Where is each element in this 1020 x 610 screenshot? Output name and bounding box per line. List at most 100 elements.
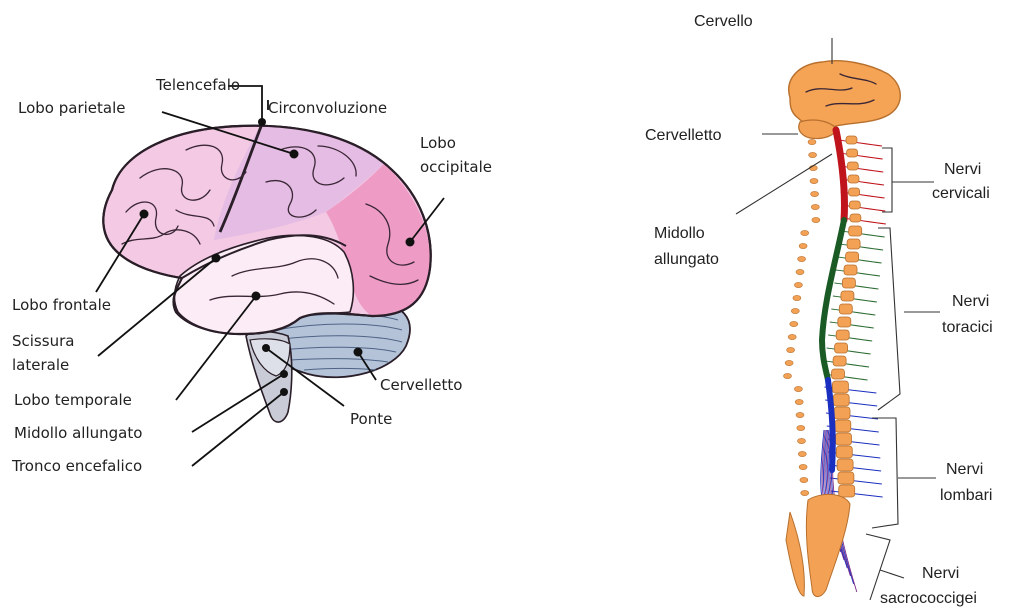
spinous-process	[795, 399, 803, 404]
vertebra	[849, 201, 860, 209]
vertebra	[838, 472, 854, 484]
spinous-process	[790, 321, 798, 326]
spinous-process	[798, 451, 806, 456]
label-ponte: Ponte	[350, 410, 392, 428]
vertebra	[836, 446, 852, 458]
vertebra	[839, 485, 855, 497]
spinous-process	[801, 230, 809, 235]
vertebra	[844, 265, 857, 275]
spinous-process	[800, 477, 808, 482]
spinous-process	[809, 152, 817, 157]
vertebra	[836, 433, 852, 445]
label-nervi-cervicali-line2: cervicali	[932, 185, 990, 202]
spinal-nerve	[833, 296, 877, 302]
spinal-nerve	[839, 153, 883, 159]
spinal-nerve	[838, 257, 882, 263]
spinal-nerve	[834, 283, 878, 289]
vertebra	[847, 162, 858, 170]
label-cervelletto-brain: Cervelletto	[380, 376, 462, 394]
spinal-nerve	[831, 309, 875, 315]
spinous-process	[797, 425, 805, 430]
spinal-nerve	[839, 244, 883, 250]
vertebra	[837, 459, 853, 471]
vertebra	[832, 369, 845, 379]
label-midollo-line1: Midollo	[654, 225, 705, 242]
spinal-cord-cervical	[836, 130, 845, 220]
label-lobo-parietale: Lobo parietale	[18, 99, 125, 117]
label-telencefalo: Telencefalo	[155, 76, 240, 94]
spine-brackets	[866, 148, 940, 600]
vertebra	[838, 317, 851, 327]
spinal-nerve	[841, 231, 885, 237]
vertebra	[847, 149, 858, 157]
spinous-process	[811, 191, 819, 196]
label-nervi-sacro-line1: Nervi	[922, 565, 959, 582]
label-lobo-occipitale-line1: Lobo	[420, 134, 456, 152]
label-midollo-line2: allungato	[654, 251, 719, 268]
spinal-nerve	[842, 218, 886, 224]
vertebra	[835, 343, 848, 353]
vertebra	[848, 175, 859, 183]
vertebra	[846, 136, 857, 144]
label-cervello: Cervello	[694, 13, 753, 30]
spinal-nerve	[836, 270, 880, 276]
spinous-process	[788, 334, 796, 339]
spinous-process	[808, 139, 816, 144]
vertebra	[846, 252, 859, 262]
label-lobo-frontale: Lobo frontale	[12, 296, 111, 314]
spinous-process	[794, 282, 802, 287]
spine-brain-shape	[789, 61, 901, 128]
spinous-process	[787, 347, 795, 352]
spinous-process	[798, 438, 806, 443]
vertebra	[832, 381, 848, 393]
vertebra	[841, 291, 854, 301]
spinous-process	[798, 256, 806, 261]
spinous-process	[799, 464, 807, 469]
spinous-process	[799, 243, 807, 248]
spinous-process	[785, 360, 793, 365]
spinal-cord-lumbar	[828, 380, 833, 470]
spinous-process	[796, 412, 804, 417]
spinous-process	[801, 490, 809, 495]
vertebra	[836, 330, 849, 340]
spinous-process	[812, 217, 820, 222]
vertebra	[833, 394, 849, 406]
label-nervi-toracici-line2: toracici	[942, 319, 993, 336]
label-lobo-occipitale-line2: occipitale	[420, 158, 492, 176]
label-nervi-lombari-line1: Nervi	[946, 461, 983, 478]
vertebra	[835, 420, 851, 432]
label-scissura-line2: laterale	[12, 356, 69, 374]
spinous-process	[794, 386, 802, 391]
label-midollo-allungato: Midollo allungato	[14, 424, 142, 442]
vertebra	[842, 278, 855, 288]
label-circonvoluzione: Circonvoluzione	[268, 99, 387, 117]
label-scissura-line1: Scissura	[12, 332, 74, 350]
label-lobo-temporale: Lobo temporale	[14, 391, 132, 409]
spinal-nerve	[827, 348, 871, 354]
spinal-nerve	[828, 335, 872, 341]
brain-illustration: Telencefalo Lobo parietale Circonvoluzio…	[11, 76, 492, 475]
spinous-process	[793, 295, 801, 300]
spinal-nerve	[838, 140, 882, 146]
label-nervi-sacro-line2: sacrococcigei	[880, 590, 977, 607]
label-nervi-lombari-line2: lombari	[940, 487, 992, 504]
label-nervi-cervicali-line1: Nervi	[944, 161, 981, 178]
label-nervi-toracici-line1: Nervi	[952, 293, 989, 310]
vertebra	[850, 214, 861, 222]
vertebra	[839, 304, 852, 314]
spinous-process	[784, 373, 792, 378]
spinal-nerve	[825, 361, 869, 367]
spinous-process	[791, 308, 799, 313]
spinous-process	[811, 204, 819, 209]
spinal-nerve	[830, 322, 874, 328]
spine-illustration: Cervello Cervelletto Midollo allungato N…	[645, 13, 993, 607]
label-tronco-encefalico: Tronco encefalico	[11, 457, 142, 475]
label-cervelletto-spine: Cervelletto	[645, 127, 722, 144]
vertebra	[847, 239, 860, 249]
spinous-process	[810, 178, 818, 183]
vertebra	[849, 188, 860, 196]
vertebra	[834, 407, 850, 419]
spinous-process	[796, 269, 804, 274]
vertebra	[849, 226, 862, 236]
